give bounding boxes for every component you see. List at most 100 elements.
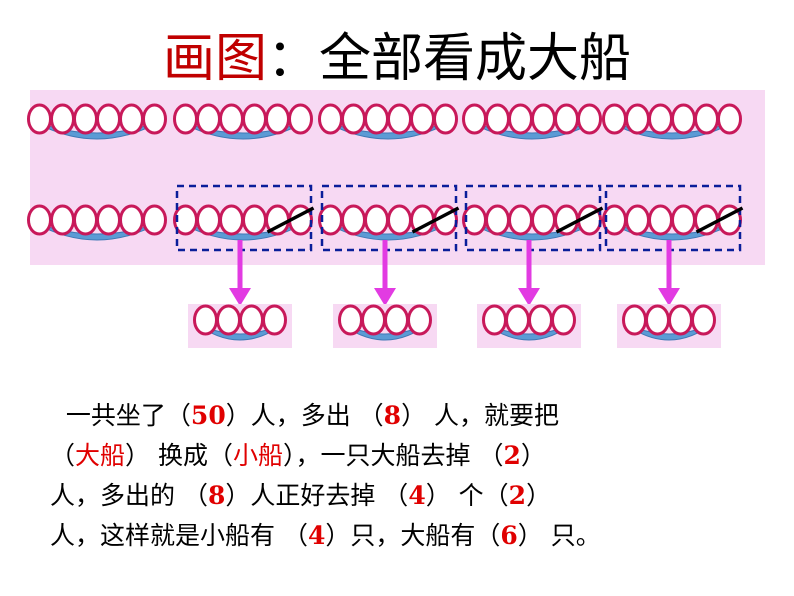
big-boat (602, 103, 742, 140)
person (50, 103, 75, 135)
text-line-3: 人，多出的 （8）人正好去掉 （4） 个（2） (50, 476, 750, 516)
person (50, 204, 75, 236)
person (668, 304, 693, 336)
cross-out-slash (411, 206, 460, 234)
small-boat (338, 304, 432, 341)
l1-c: ） 人，就要把 (401, 401, 560, 430)
person (384, 304, 409, 336)
person (531, 204, 556, 236)
page-title: 画图：全部看成大船 (0, 26, 794, 92)
text-line-4: 人，这样就是小船有 （4）只，大船有（6） 只。 (50, 516, 750, 556)
person (528, 304, 553, 336)
l1-a: 一共坐了（ (65, 401, 191, 430)
answer-total-people: 50 (190, 401, 226, 430)
person (193, 304, 218, 336)
selection-box (175, 184, 313, 252)
arrow-head (374, 288, 396, 306)
l2-b: ） 换成（ (125, 441, 233, 470)
arrow-head (229, 288, 251, 306)
person (196, 204, 221, 236)
cross-out-slash (695, 206, 744, 234)
small-boat (622, 304, 716, 341)
small-boat (193, 304, 287, 341)
person (242, 204, 267, 236)
person (239, 304, 264, 336)
text-line-1: 一共坐了（50）人，多出 （8） 人，就要把 (50, 396, 750, 436)
person (364, 204, 389, 236)
person (648, 103, 673, 135)
big-boat (318, 103, 458, 140)
title-prefix: 画图 (162, 29, 267, 89)
l2-c: ），一只大船去掉 （ (283, 441, 504, 470)
person (242, 103, 267, 135)
person (694, 103, 719, 135)
person (407, 304, 432, 336)
person (508, 103, 533, 135)
person (288, 103, 313, 135)
small-boat (482, 304, 576, 341)
answer-big-boat: 大船 (75, 441, 126, 470)
cross-out-slash (555, 206, 604, 234)
person (531, 103, 556, 135)
person (387, 103, 412, 135)
l4-b: ）只，大船有（ (325, 521, 501, 550)
answer-remove-per-boat: 2 (503, 441, 521, 470)
person (505, 304, 530, 336)
answer-extra-again: 8 (207, 481, 226, 510)
text-line-2: （大船） 换成（小船），一只大船去掉 （2） (50, 436, 750, 476)
person (96, 204, 121, 236)
big-boat (27, 204, 167, 241)
l3-a: 人，多出的 （ (50, 481, 208, 510)
big-boat (462, 103, 602, 140)
person (645, 304, 670, 336)
person (119, 204, 144, 236)
person (648, 204, 673, 236)
person (27, 103, 52, 135)
person (602, 103, 627, 135)
answer-small-boats: 4 (307, 521, 326, 550)
l2-a: （ (50, 441, 76, 470)
person (73, 204, 98, 236)
person (671, 103, 696, 135)
person (265, 103, 290, 135)
person (142, 204, 167, 236)
person (462, 103, 487, 135)
person (341, 103, 366, 135)
person (318, 103, 343, 135)
person (96, 103, 121, 135)
answer-groups: 4 (408, 481, 426, 510)
answer-small-boat: 小船 (232, 441, 283, 470)
person (219, 204, 244, 236)
l1-b: ）人，多出 （ (225, 401, 384, 430)
person (433, 103, 458, 135)
person (73, 103, 98, 135)
l3-d: ） (526, 481, 552, 510)
big-boat (173, 103, 313, 140)
answer-big-boats: 6 (500, 521, 518, 550)
person (717, 103, 742, 135)
selection-box (320, 184, 458, 252)
person (482, 304, 507, 336)
person (216, 304, 241, 336)
l4-a: 人，这样就是小船有 （ (50, 521, 308, 550)
person (387, 204, 412, 236)
person (691, 304, 716, 336)
person (485, 204, 510, 236)
person (196, 103, 221, 135)
person (173, 103, 198, 135)
person (622, 304, 647, 336)
person (671, 204, 696, 236)
l3-b: ）人正好去掉 （ (225, 481, 409, 510)
person (625, 103, 650, 135)
person (554, 103, 579, 135)
title-rest: 全部看成大船 (319, 29, 632, 89)
answer-per-group: 2 (508, 481, 527, 510)
cross-out-slash (266, 206, 315, 234)
arrow-head (518, 288, 540, 306)
person (625, 204, 650, 236)
person (119, 103, 144, 135)
l2-d: ） (520, 441, 546, 470)
person (410, 103, 435, 135)
big-boat (462, 204, 602, 241)
